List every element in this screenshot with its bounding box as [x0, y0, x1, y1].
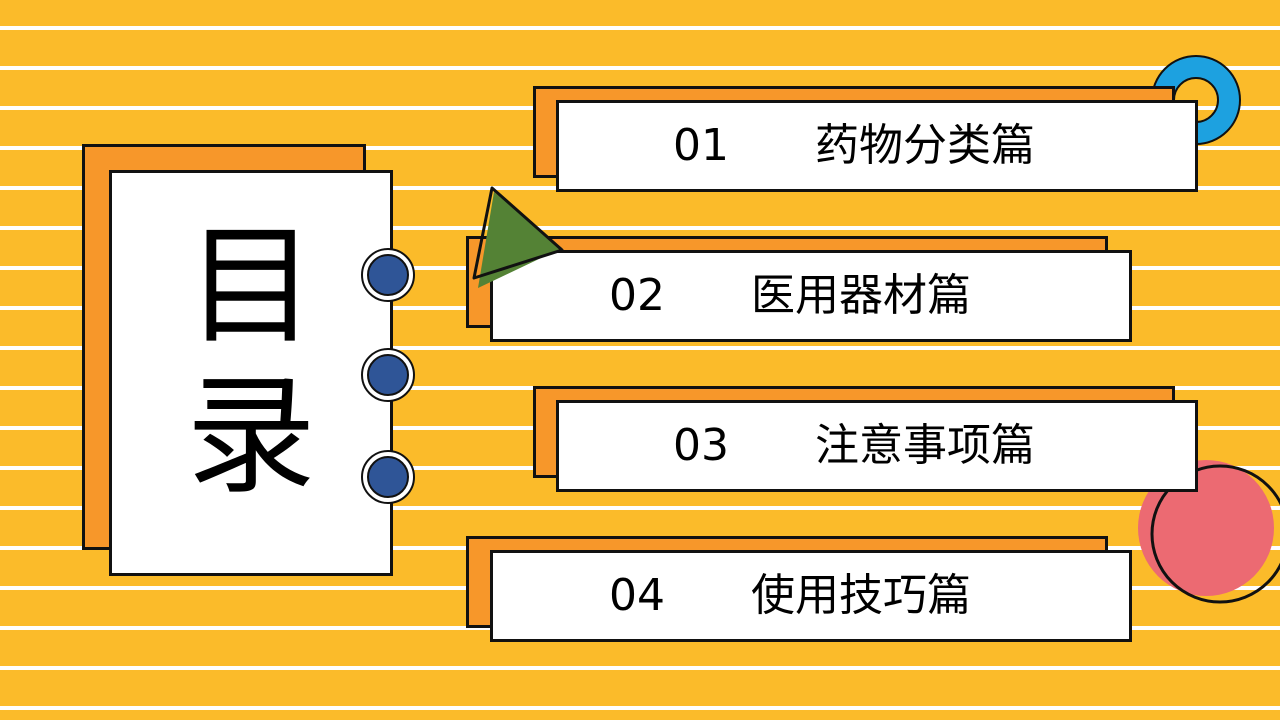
- menu-item-02[interactable]: 02 医用器材篇: [490, 250, 1132, 342]
- item-number: 02: [609, 270, 665, 321]
- menu-item-03[interactable]: 03 注意事项篇: [556, 400, 1198, 492]
- background-stripe: [0, 226, 1280, 230]
- green-triangle-decoration: [472, 186, 564, 288]
- background-stripe: [0, 66, 1280, 70]
- item-label: 药物分类篇: [815, 120, 1035, 171]
- binder-ring: [361, 348, 415, 402]
- title-char-1: 目: [185, 210, 316, 362]
- item-number: 01: [673, 120, 729, 171]
- background-stripe: [0, 346, 1280, 350]
- background-stripe: [0, 706, 1280, 710]
- background-stripe: [0, 506, 1280, 510]
- background-stripe: [0, 666, 1280, 670]
- item-number: 04: [609, 570, 665, 621]
- background-stripe: [0, 26, 1280, 30]
- item-label: 注意事项篇: [815, 420, 1035, 471]
- menu-item-04[interactable]: 04 使用技巧篇: [490, 550, 1132, 642]
- pink-circle-decoration: [1138, 460, 1280, 604]
- menu-item-01[interactable]: 01 药物分类篇: [556, 100, 1198, 192]
- item-number: 03: [673, 420, 729, 471]
- item-label: 医用器材篇: [751, 270, 971, 321]
- item-label: 使用技巧篇: [751, 570, 971, 621]
- title-char-2: 录: [185, 360, 316, 512]
- binder-ring: [361, 248, 415, 302]
- title-card: 目 录: [109, 170, 393, 576]
- binder-ring: [361, 450, 415, 504]
